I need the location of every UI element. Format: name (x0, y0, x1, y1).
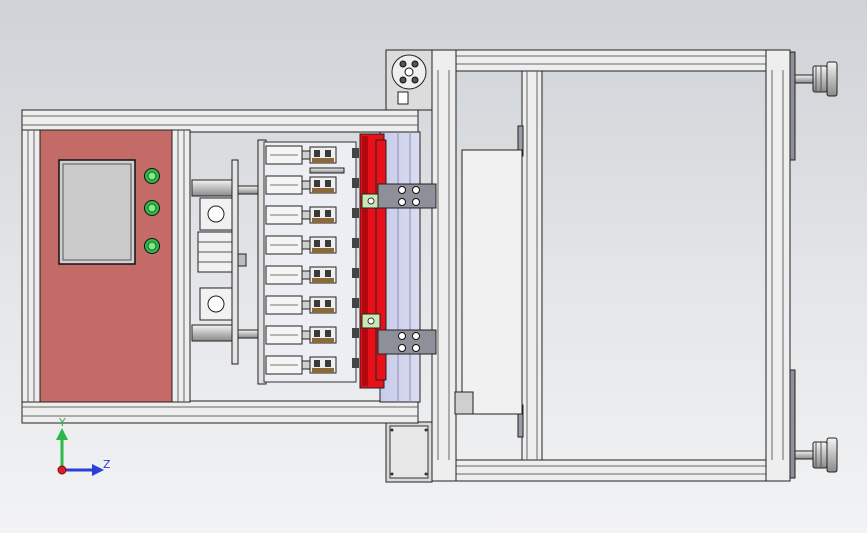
fixture (265, 145, 337, 165)
axis-triad[interactable]: Y Z (56, 416, 111, 476)
z-axis-arrow (92, 464, 104, 476)
y-axis-label: Y (58, 416, 66, 429)
right-frame (431, 49, 796, 482)
y-axis-arrow (56, 428, 68, 440)
z-axis-label: Z (103, 458, 111, 471)
fixture (265, 175, 337, 195)
left-frame (21, 109, 419, 424)
fixture (265, 235, 337, 255)
fixture (265, 355, 337, 375)
fixture (265, 205, 337, 225)
fixture (265, 265, 337, 285)
control-buttons (144, 168, 160, 254)
motor-block (385, 49, 433, 111)
origin-marker (57, 465, 67, 475)
fixture (265, 295, 337, 315)
pin-column (309, 148, 359, 368)
clamp-assembly (359, 131, 421, 403)
mounting-brackets (377, 183, 437, 355)
fixture (265, 325, 337, 345)
junction-box (385, 421, 433, 483)
fixtures (265, 145, 337, 375)
left-cylinders (191, 159, 261, 365)
leveling-foot-bottom (794, 437, 838, 473)
leveling-foot-top (794, 61, 838, 97)
